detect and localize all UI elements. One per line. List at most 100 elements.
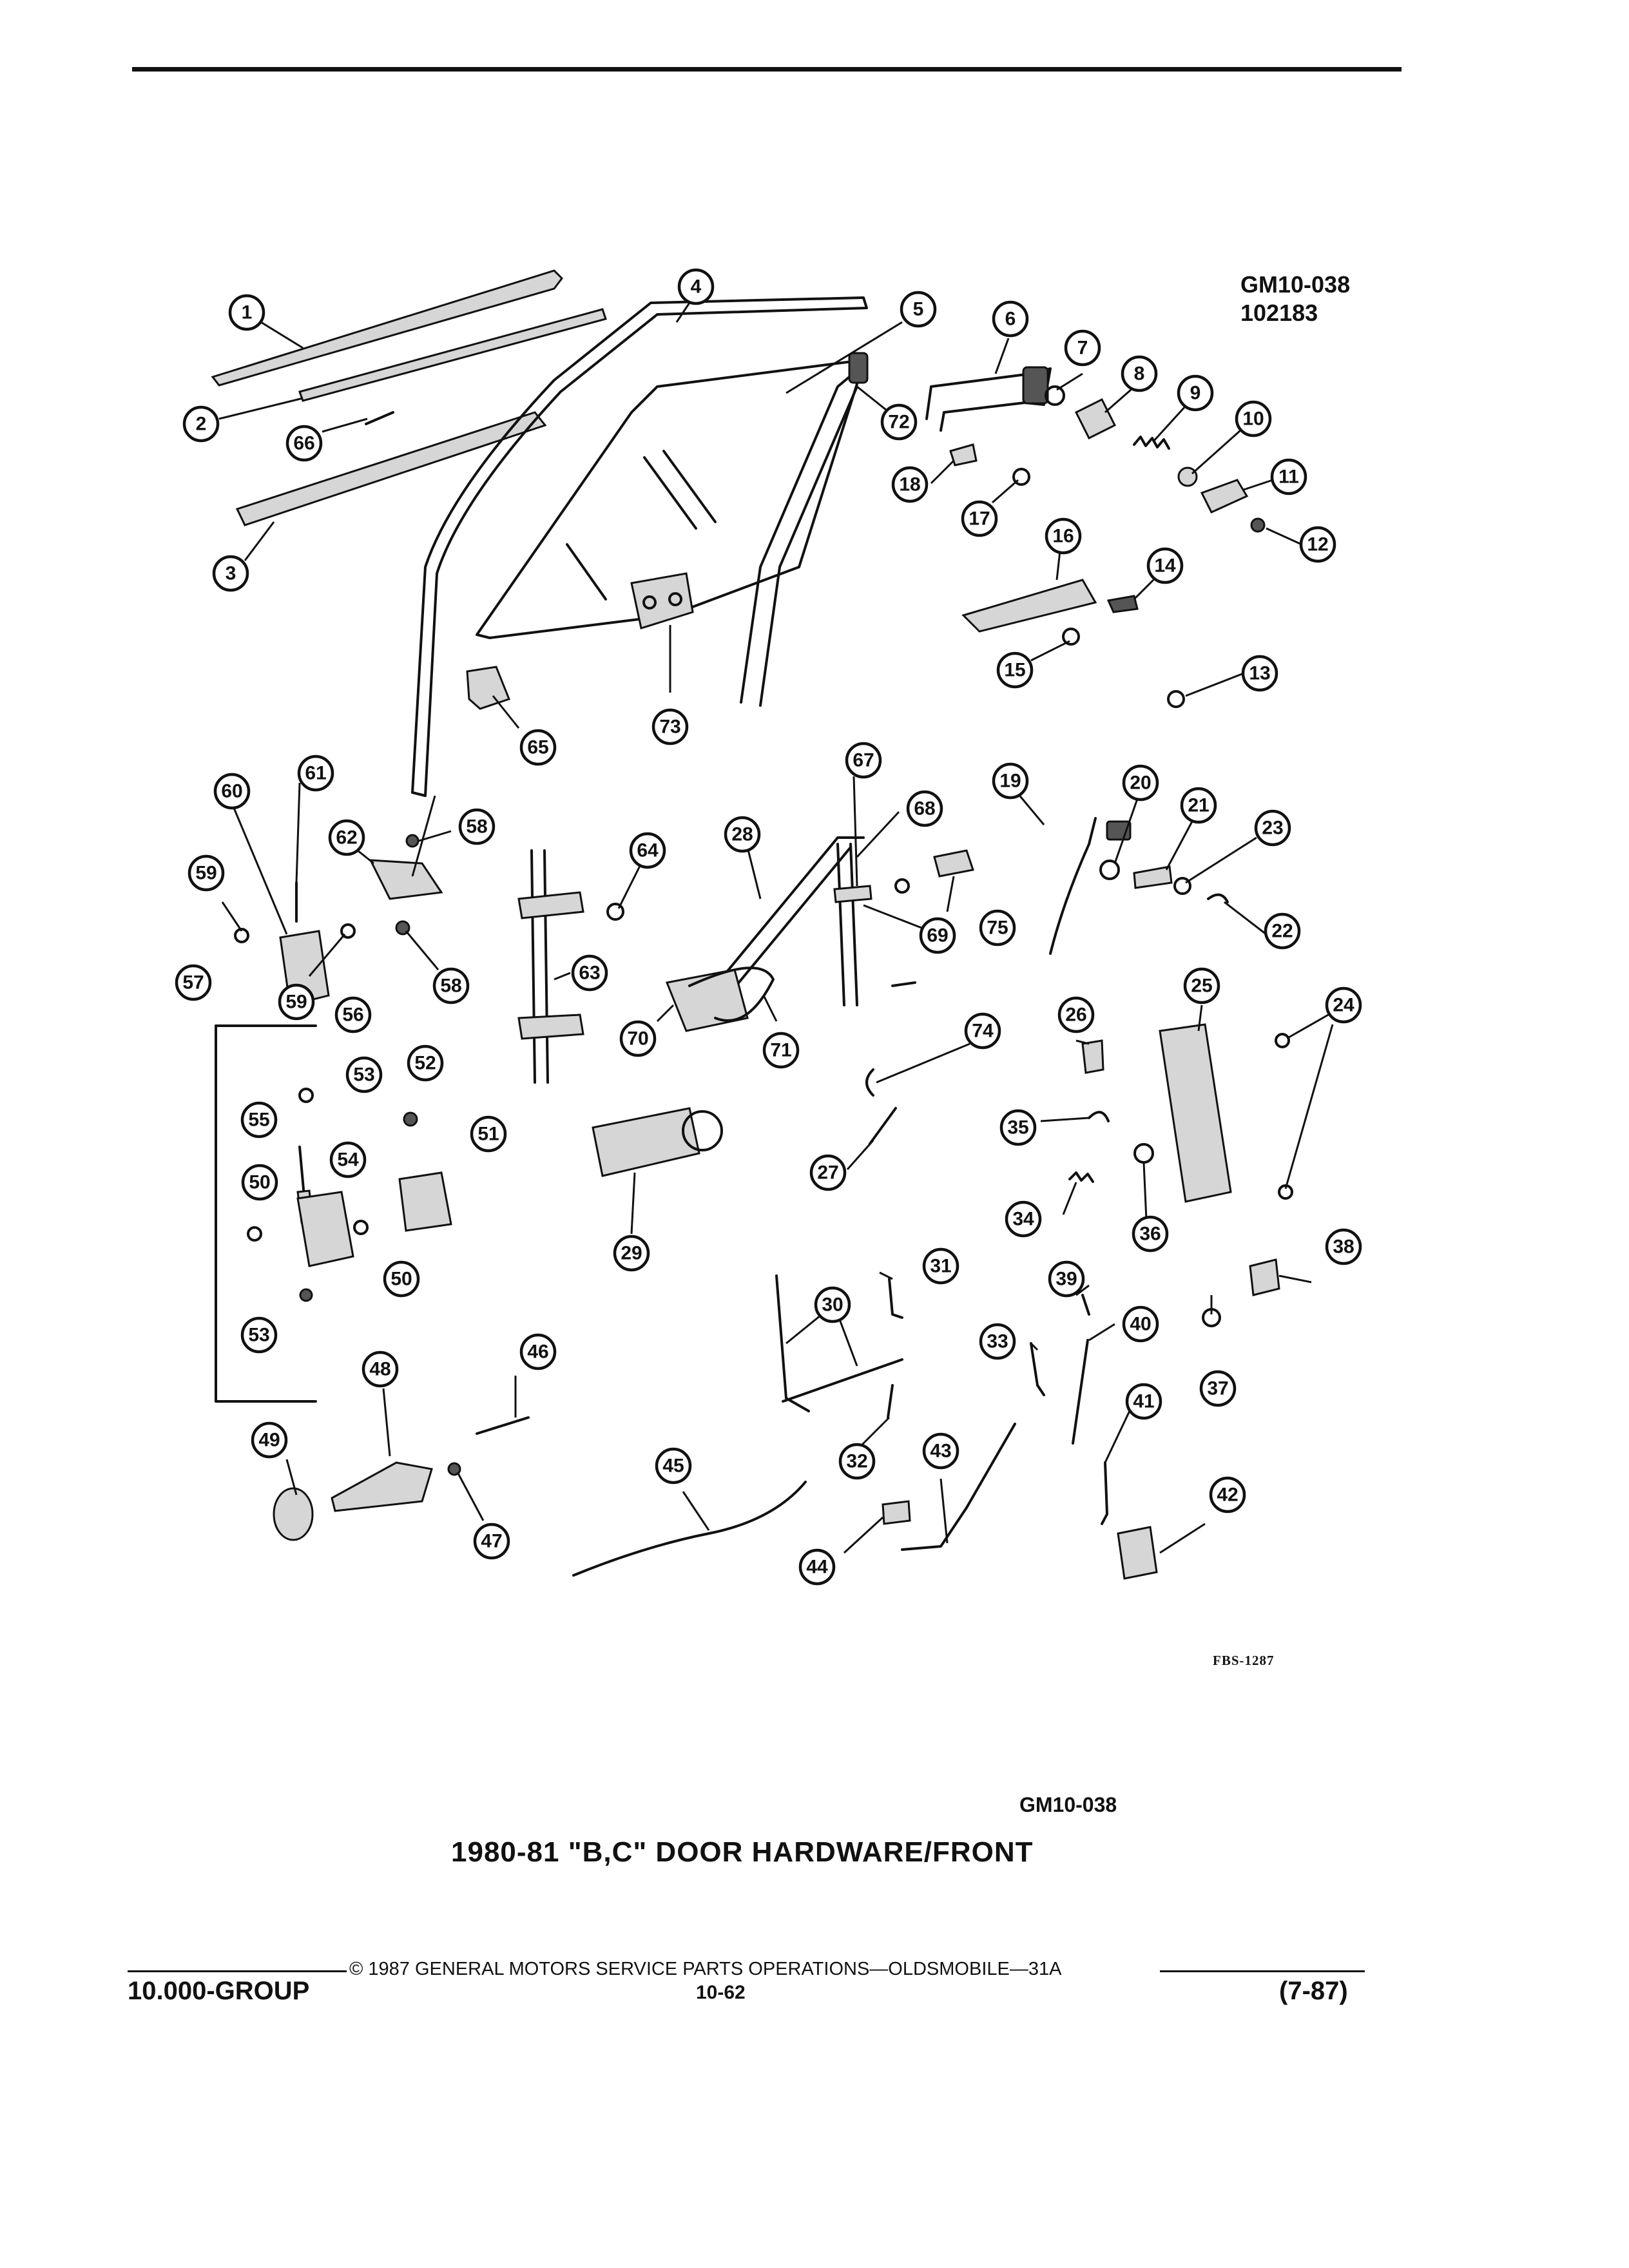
callout-25-label: 25: [1191, 975, 1212, 997]
part-rear-run-channel: [740, 369, 858, 707]
callout-49-label: 49: [258, 1430, 280, 1451]
part-75-switch: [933, 849, 974, 878]
callout-36: 36: [1132, 1215, 1169, 1253]
part-42-actuator: [1117, 1526, 1158, 1580]
callout-46: 46: [519, 1333, 557, 1370]
callout-20-label: 20: [1130, 773, 1151, 794]
callout-55: 55: [240, 1101, 278, 1139]
part-31-rod: [888, 1278, 903, 1319]
callout-13-label: 13: [1249, 663, 1270, 684]
callout-49: 49: [251, 1421, 288, 1459]
caption-id: GM10-038: [1019, 1793, 1117, 1816]
callout-9: 9: [1177, 374, 1214, 412]
callout-58b: 58: [432, 967, 470, 1004]
caption-title: 1980-81 "B,C" DOOR HARDWARE/FRONT: [451, 1836, 1034, 1868]
part-9-spring: [1133, 436, 1170, 450]
callout-38-label: 38: [1333, 1236, 1354, 1258]
callout-74-label: 74: [972, 1021, 994, 1042]
part-72-bumper: [848, 352, 869, 384]
part-26-clip: [1081, 1039, 1104, 1074]
part-7-ring: [1045, 385, 1065, 406]
callout-50a-label: 50: [249, 1172, 270, 1193]
callout-63: 63: [571, 954, 608, 992]
callout-53b-label: 53: [248, 1325, 269, 1346]
part-56-pin-head: [298, 1088, 314, 1103]
callout-59a-label: 59: [195, 863, 217, 884]
callout-41-label: 41: [1133, 1391, 1154, 1412]
callout-40-label: 40: [1130, 1314, 1151, 1335]
part-51-hinge: [398, 1171, 452, 1232]
callout-27-label: 27: [817, 1162, 838, 1184]
part-11-gasket: [1200, 479, 1249, 514]
callout-54-label: 54: [337, 1149, 359, 1171]
callout-64-label: 64: [637, 840, 659, 861]
callout-28-label: 28: [731, 824, 753, 845]
callout-58a: 58: [458, 808, 496, 845]
part-59-screw-left: [234, 928, 249, 943]
part-73-hole-a: [642, 595, 657, 610]
callout-59b-label: 59: [285, 992, 307, 1013]
callout-73: 73: [651, 708, 689, 745]
callout-8: 8: [1121, 355, 1158, 392]
callout-19-label: 19: [999, 771, 1021, 792]
callout-65: 65: [519, 729, 557, 766]
callout-45: 45: [655, 1447, 692, 1485]
callout-69-label: 69: [927, 925, 948, 947]
part-21-spring: [1133, 865, 1173, 889]
callout-68-label: 68: [914, 798, 935, 820]
callout-70: 70: [619, 1020, 657, 1057]
callout-71-label: 71: [770, 1040, 791, 1061]
callout-53b: 53: [240, 1316, 278, 1354]
part-24-screw-upper: [1275, 1033, 1290, 1048]
callout-35-label: 35: [1007, 1117, 1028, 1139]
callout-22: 22: [1264, 912, 1301, 950]
callout-42-label: 42: [1217, 1485, 1238, 1506]
callout-51: 51: [470, 1115, 507, 1153]
callout-37-label: 37: [1207, 1378, 1228, 1399]
callout-67-label: 67: [853, 750, 874, 771]
callout-28: 28: [724, 816, 761, 853]
callout-11: 11: [1270, 458, 1307, 495]
part-35-clip: [1088, 1111, 1110, 1122]
drawing-id-label: GM10-038: [1240, 271, 1351, 298]
part-41-rod: [1101, 1461, 1108, 1525]
callout-14: 14: [1146, 547, 1184, 584]
part-33-rod: [1030, 1342, 1045, 1396]
part-62-hinge-plate: [369, 859, 443, 900]
part-43-rod: [901, 1423, 1016, 1551]
callout-32-label: 32: [846, 1451, 867, 1472]
part-39-clip: [1081, 1294, 1090, 1316]
part-59-screw-right: [340, 923, 356, 939]
part-53-nut: [299, 1288, 313, 1302]
callout-75: 75: [979, 909, 1016, 947]
callout-29-label: 29: [621, 1243, 642, 1264]
part-23-washer: [1173, 877, 1191, 895]
part-15-spring-clip: [1062, 628, 1080, 646]
callout-72-label: 72: [888, 412, 909, 433]
callout-3: 3: [212, 555, 249, 592]
leader-lines: [218, 302, 1335, 1554]
callout-20: 20: [1122, 764, 1159, 802]
callout-55-label: 55: [248, 1110, 269, 1131]
callout-69: 69: [919, 917, 956, 954]
callout-5: 5: [900, 291, 937, 328]
callout-31: 31: [922, 1247, 959, 1285]
callout-6: 6: [992, 300, 1029, 338]
callout-48: 48: [361, 1350, 399, 1388]
callout-62: 62: [328, 819, 365, 856]
callout-36-label: 36: [1139, 1224, 1161, 1245]
part-34-spring: [1068, 1171, 1094, 1183]
part-1-upper-channel: [211, 269, 563, 387]
part-69-guide-channel: [836, 843, 858, 1006]
callout-9-label: 9: [1190, 383, 1201, 404]
callout-64: 64: [629, 832, 666, 869]
callout-70-label: 70: [627, 1028, 648, 1050]
part-30-rods: [775, 1274, 903, 1412]
callout-34-label: 34: [1012, 1209, 1034, 1230]
callout-47: 47: [473, 1523, 510, 1560]
part-3-lower-channel: [235, 411, 547, 526]
part-22-clip: [1207, 893, 1229, 903]
callout-42: 42: [1209, 1476, 1246, 1514]
callout-40: 40: [1122, 1305, 1159, 1343]
callout-10: 10: [1235, 400, 1272, 437]
